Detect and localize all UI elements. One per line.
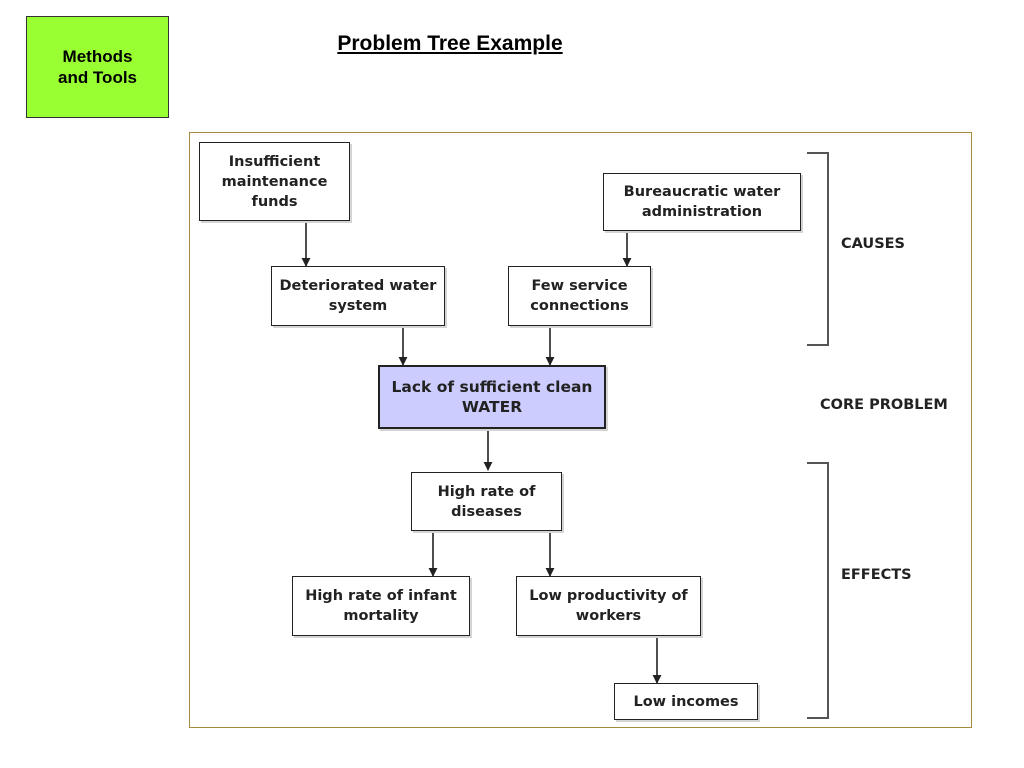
connector-layer bbox=[301, 152, 829, 719]
page-title: Problem Tree Example bbox=[337, 32, 563, 55]
causes-bracket bbox=[807, 152, 829, 346]
label-core-problem: CORE PROBLEM bbox=[820, 397, 948, 413]
node-high-rate-of-infant-mortality: High rate of infant mortality bbox=[292, 576, 470, 636]
node-core-problem: Lack of sufficient clean WATER bbox=[378, 365, 606, 429]
node-low-incomes: Low incomes bbox=[614, 683, 758, 720]
methods-and-tools-badge: Methods and Tools bbox=[26, 16, 169, 118]
brackets bbox=[807, 152, 829, 719]
label-effects: EFFECTS bbox=[841, 567, 912, 583]
node-high-rate-of-diseases: High rate of diseases bbox=[411, 472, 562, 531]
node-insufficient-maintenance-funds: Insufficient maintenance funds bbox=[199, 142, 350, 221]
effects-bracket bbox=[807, 462, 829, 719]
node-deteriorated-water-system: Deteriorated water system bbox=[271, 266, 445, 326]
node-few-service-connections: Few service connections bbox=[508, 266, 651, 326]
problem-tree-diagram: Insufficient maintenance funds Bureaucra… bbox=[189, 132, 972, 728]
label-causes: CAUSES bbox=[841, 236, 905, 252]
node-low-productivity-of-workers: Low productivity of workers bbox=[516, 576, 701, 636]
node-bureaucratic-water-administration: Bureaucratic water administration bbox=[603, 173, 801, 231]
